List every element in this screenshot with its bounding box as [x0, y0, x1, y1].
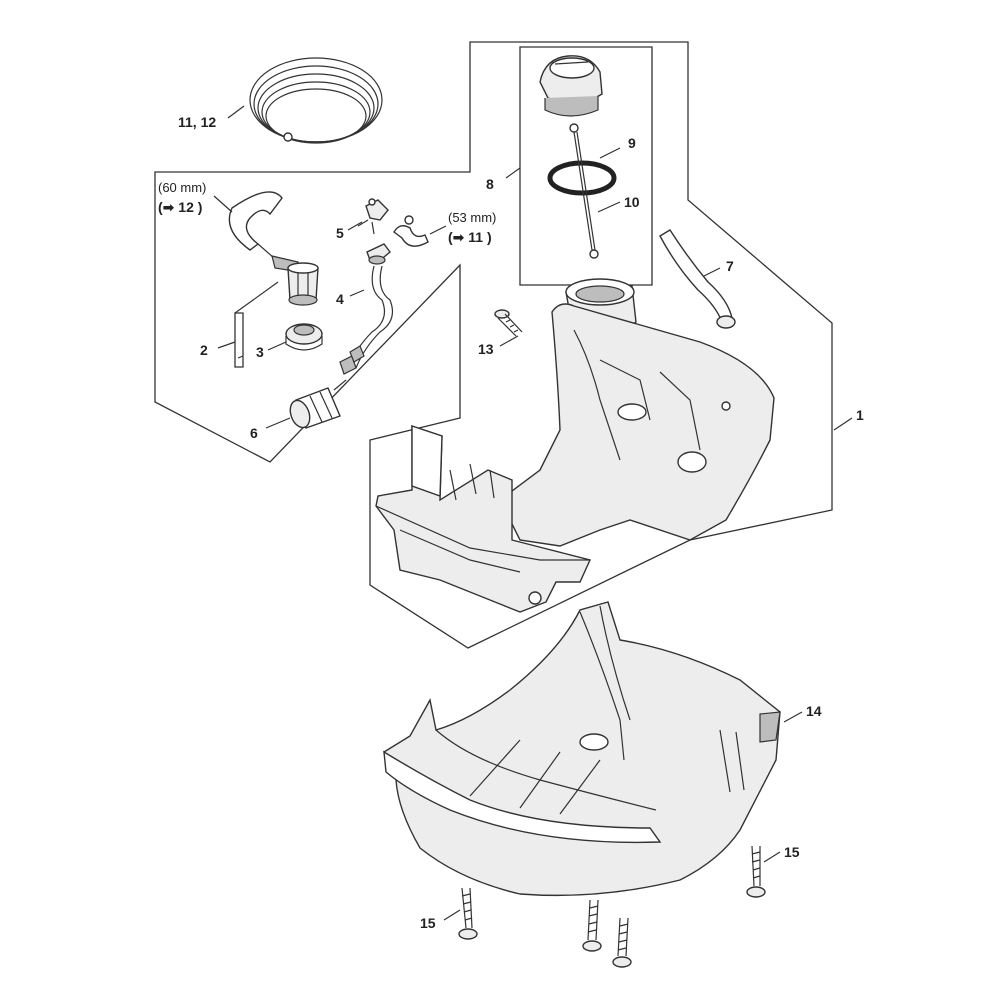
callout-1: 1 [856, 407, 864, 423]
callout-6: 6 [250, 425, 258, 441]
cap-retainer-strap [569, 123, 599, 259]
callout-3: 3 [256, 344, 264, 360]
fuel-line-with-grommet [339, 243, 393, 375]
note-hose-53mm: (53 mm) [448, 210, 496, 225]
callout-9: 9 [628, 135, 636, 151]
tank-housing [383, 601, 781, 897]
note-ref-12: (➡ 12 ) [158, 199, 202, 215]
callout-15-right: 15 [784, 844, 800, 860]
callout-13: 13 [478, 341, 494, 357]
callout-8: 8 [486, 176, 494, 192]
fuel-hose-coil [249, 57, 383, 144]
hose-53mm [393, 225, 429, 247]
note-ref-11: (➡ 11 ) [448, 229, 492, 245]
screw-15-left [458, 887, 478, 940]
screw-15-center-b [612, 917, 632, 968]
valve-fitting [357, 198, 389, 235]
callout-14: 14 [806, 703, 822, 719]
breather-hose [659, 229, 736, 329]
fuel-system-frame [154, 41, 833, 649]
note-hose-60mm: (60 mm) [158, 180, 206, 195]
callout-4: 4 [336, 291, 344, 307]
suction-connector [271, 255, 319, 306]
screw-15-center-a [582, 899, 602, 952]
callout-7: 7 [726, 258, 734, 274]
leader-lines [213, 105, 853, 921]
grommet [285, 323, 323, 351]
callout-2: 2 [200, 342, 208, 358]
tank-cap [539, 55, 603, 117]
callout-11-12: 11, 12 [178, 114, 216, 130]
callout-10: 10 [624, 194, 640, 210]
fuel-tank [375, 278, 775, 613]
short-fuel-hose [228, 191, 283, 251]
tank-cap-frame [519, 46, 653, 286]
callout-15-left: 15 [420, 915, 436, 931]
callout-5: 5 [336, 225, 344, 241]
screw-13 [494, 309, 523, 337]
fuel-filter [289, 379, 347, 429]
connector-subframe [234, 312, 244, 368]
screw-15-right [746, 845, 766, 898]
